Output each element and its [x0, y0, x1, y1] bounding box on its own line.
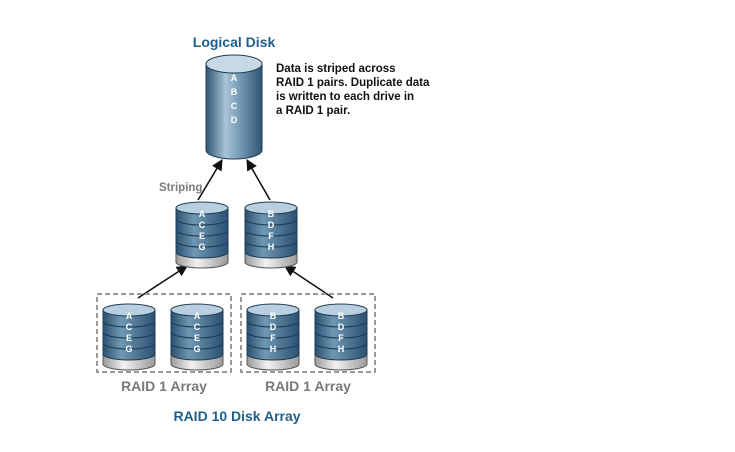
logical-disk-title: Logical Disk: [193, 34, 276, 50]
disk-letter: A: [194, 311, 201, 321]
disk-letter: E: [194, 333, 200, 343]
disk-letter: B: [270, 311, 277, 321]
raid1-array-label: RAID 1 Array: [265, 378, 351, 394]
disk-letter: D: [268, 220, 275, 230]
striping-label: Striping: [159, 182, 202, 194]
note-line: a RAID 1 pair.: [276, 105, 350, 117]
note-line: RAID 1 pairs. Duplicate data: [276, 77, 430, 89]
raid1-array-box: [96, 293, 232, 373]
arrow-array-to-stripe: [284, 265, 334, 299]
note-line: is written to each drive in: [276, 91, 414, 103]
disk-letter: B: [268, 209, 275, 219]
disk-letter: C: [231, 101, 238, 111]
disk-letter: G: [193, 344, 200, 354]
raid10-footer-label: RAID 10 Disk Array: [173, 408, 300, 424]
arrow-array-to-stripe: [137, 265, 188, 299]
disk-letter: F: [338, 333, 344, 343]
description-note: Data is striped across RAID 1 pairs. Dup…: [276, 63, 430, 117]
disk-letter: C: [199, 220, 206, 230]
disk-letter: D: [270, 322, 277, 332]
arrow-stripe-to-logical: [246, 159, 271, 201]
disk-letter: F: [268, 231, 274, 241]
disk-letter: A: [126, 311, 133, 321]
disk-letter: E: [199, 231, 205, 241]
disk-letter: B: [231, 87, 238, 97]
disk-letter: C: [126, 322, 133, 332]
note-line: Data is striped across: [276, 63, 396, 75]
disk-letter: D: [231, 115, 238, 125]
disk-letter: G: [198, 242, 205, 252]
arrow-stripe-to-logical: [197, 159, 223, 201]
disk-letter: C: [194, 322, 201, 332]
disk-letter: A: [231, 73, 238, 83]
disk-letter: H: [338, 344, 345, 354]
disk-letter: B: [338, 311, 345, 321]
disk-letter: G: [125, 344, 132, 354]
disk-letter: F: [270, 333, 276, 343]
disk-letter: A: [199, 209, 206, 219]
raid1-array-label: RAID 1 Array: [121, 378, 207, 394]
disk-letter: D: [338, 322, 345, 332]
disk-letter: H: [268, 242, 275, 252]
disk-letter: H: [270, 344, 277, 354]
raid1-array-box: [240, 293, 376, 373]
disk-letter: E: [126, 333, 132, 343]
